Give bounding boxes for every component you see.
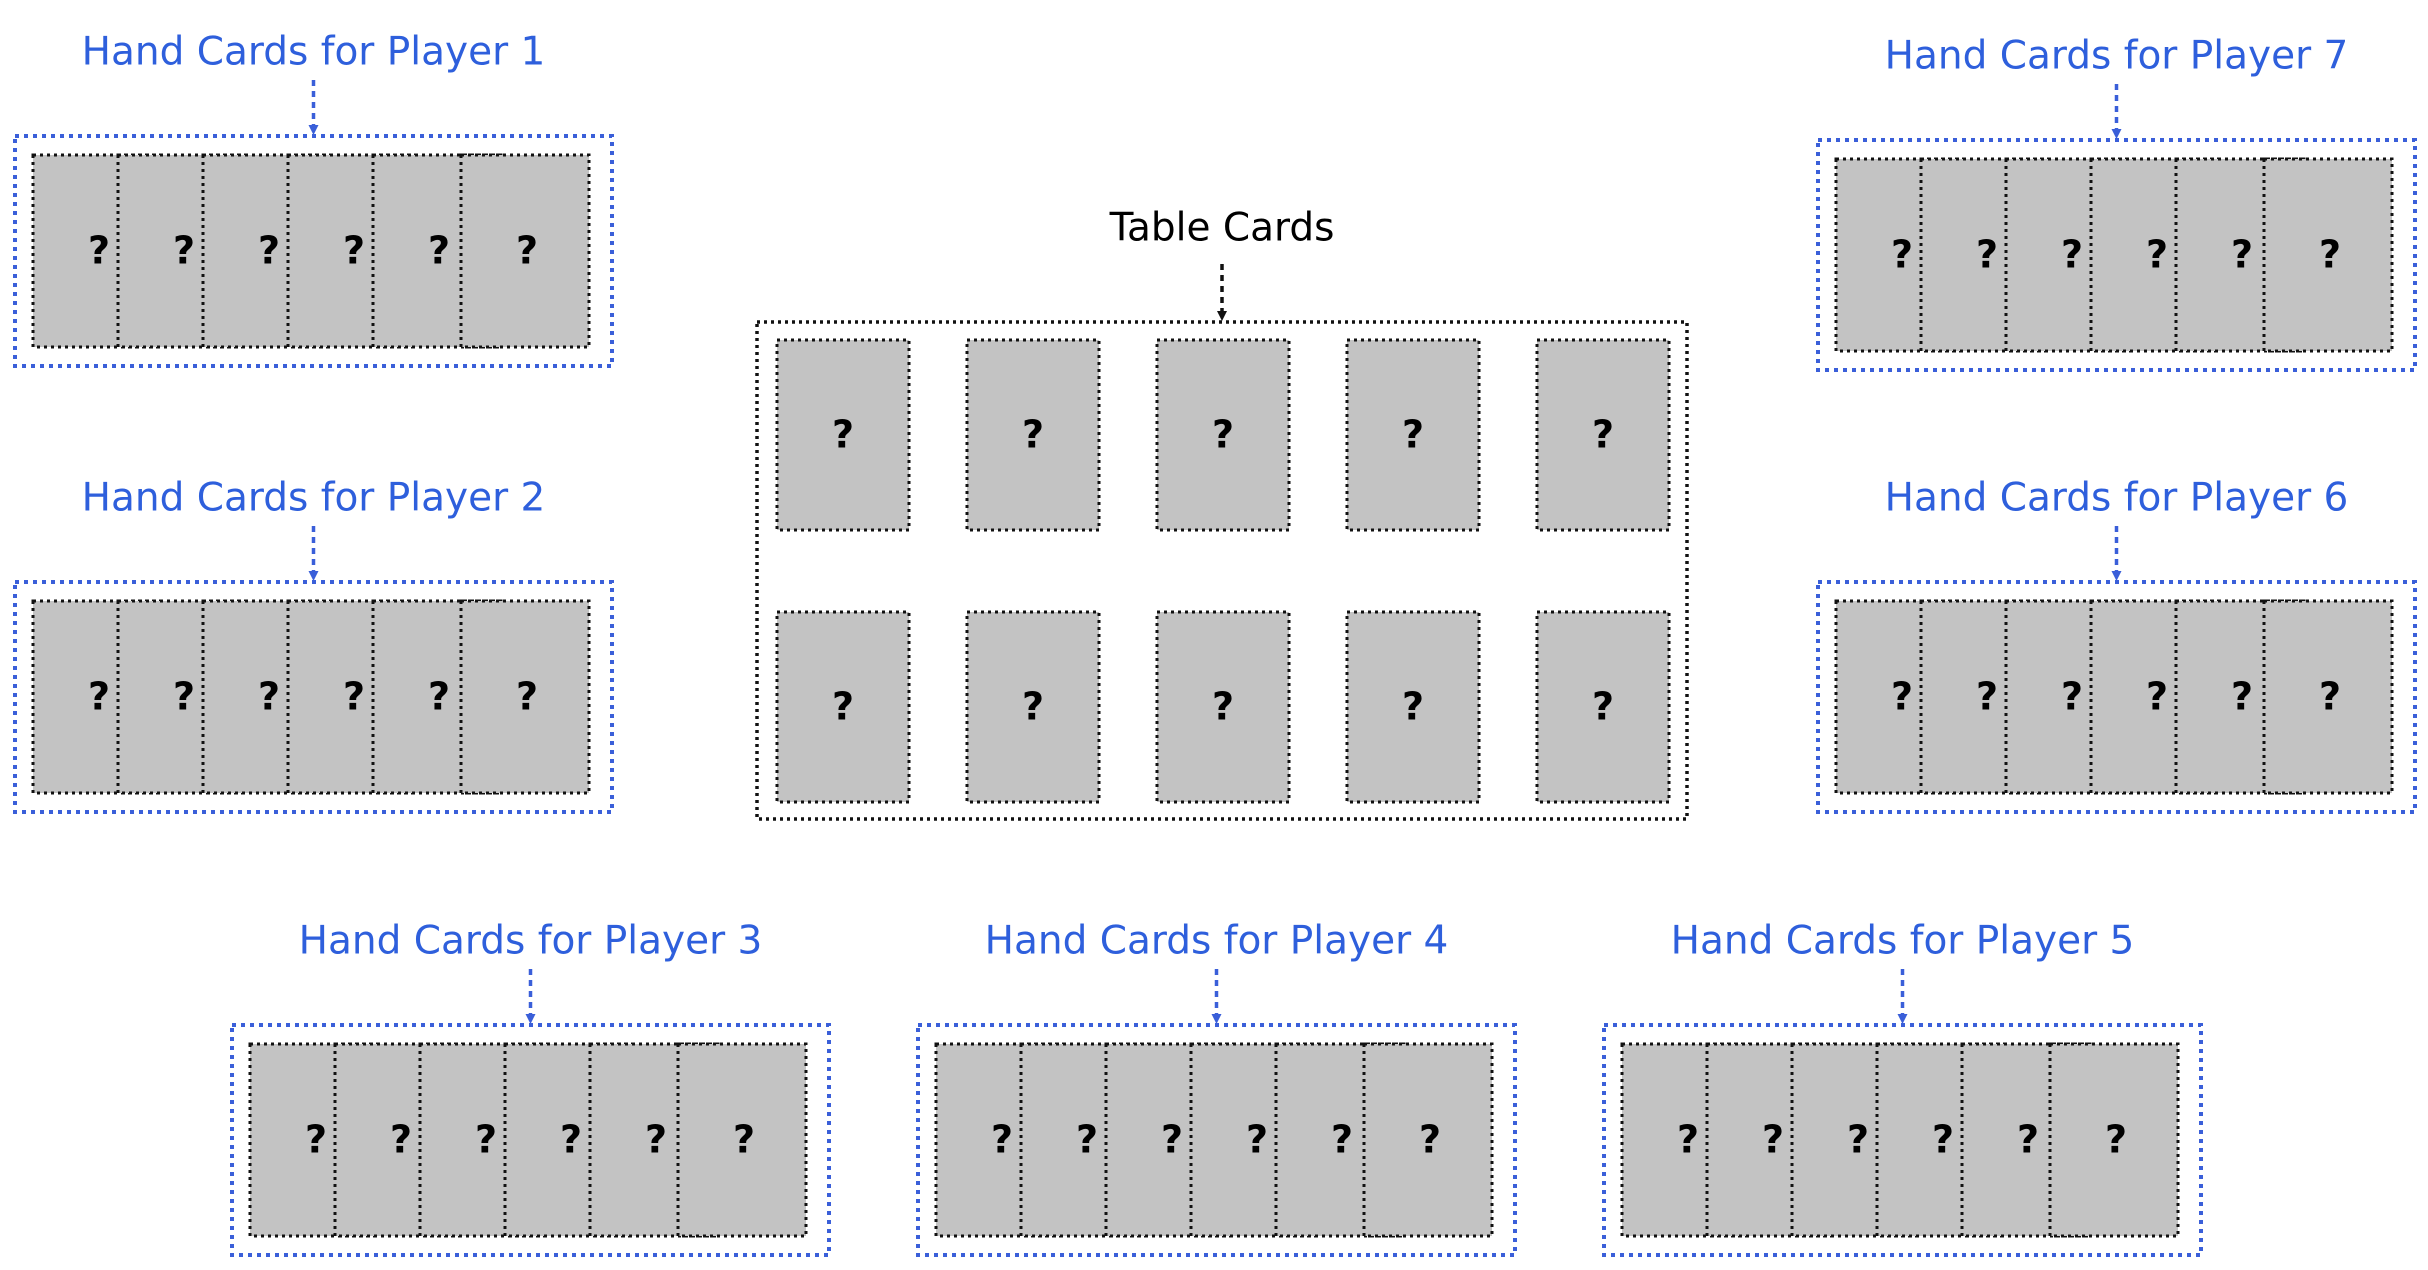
card-question-mark: ? [1419,1118,1441,1162]
card-question-mark: ? [1592,413,1614,457]
table-cards-frame [755,320,1689,821]
card-question-mark: ? [343,675,365,719]
player-5-hand: Hand Cards for Player 5?????? [1602,919,2203,1257]
table-card: ? [1535,338,1671,532]
table-cards-area: Table Cards?????????? [755,206,1689,821]
card-question-mark: ? [343,229,365,273]
card-question-mark: ? [2319,233,2341,277]
player-6-hand: Hand Cards for Player 6?????? [1816,476,2417,814]
card-question-mark: ? [258,229,280,273]
table-card: ? [775,610,911,804]
card-question-mark: ? [2231,675,2253,719]
player-1-hand-frame [13,134,614,368]
player-4-hand-frame [916,1023,1517,1257]
card-question-mark: ? [1022,413,1044,457]
hand-card: ? [459,599,591,795]
player-3-hand-frame [230,1023,831,1257]
card-question-mark: ? [1402,413,1424,457]
table-cards-label: Table Cards [1109,206,1335,251]
player-2-label: Hand Cards for Player 2 [82,476,546,521]
card-question-mark: ? [832,685,854,729]
card-question-mark: ? [2061,233,2083,277]
card-question-mark: ? [88,229,110,273]
card-question-mark: ? [428,675,450,719]
card-question-mark: ? [1847,1118,1869,1162]
card-question-mark: ? [516,675,538,719]
player-1-hand: Hand Cards for Player 1?????? [13,30,614,368]
card-question-mark: ? [428,229,450,273]
card-question-mark: ? [516,229,538,273]
card-question-mark: ? [1076,1118,1098,1162]
card-question-mark: ? [1891,675,1913,719]
card-question-mark: ? [560,1118,582,1162]
card-question-mark: ? [1762,1118,1784,1162]
hand-card: ? [2262,157,2394,353]
table-card: ? [775,338,911,532]
card-question-mark: ? [2146,233,2168,277]
card-question-mark: ? [1677,1118,1699,1162]
card-question-mark: ? [1592,685,1614,729]
card-question-mark: ? [2105,1118,2127,1162]
card-question-mark: ? [475,1118,497,1162]
card-question-mark: ? [1331,1118,1353,1162]
card-question-mark: ? [2319,675,2341,719]
card-question-mark: ? [1891,233,1913,277]
table-card: ? [1345,338,1481,532]
player-hands: Hand Cards for Player 1??????Hand Cards … [13,30,2417,1257]
card-question-mark: ? [1932,1118,1954,1162]
card-question-mark: ? [733,1118,755,1162]
hand-card: ? [459,153,591,349]
player-7-label: Hand Cards for Player 7 [1885,34,2349,79]
card-question-mark: ? [991,1118,1013,1162]
table-card: ? [1155,338,1291,532]
hand-card: ? [1362,1042,1494,1238]
card-question-mark: ? [1212,413,1234,457]
table-card: ? [1345,610,1481,804]
card-question-mark: ? [258,675,280,719]
hand-card: ? [2262,599,2394,795]
table-card: ? [1155,610,1291,804]
card-question-mark: ? [2231,233,2253,277]
player-7-hand-frame [1816,138,2417,372]
table-card: ? [965,610,1101,804]
player-6-label: Hand Cards for Player 6 [1885,476,2349,521]
player-4-label: Hand Cards for Player 4 [985,919,1449,964]
player-3-hand: Hand Cards for Player 3?????? [230,919,831,1257]
table-card: ? [1535,610,1671,804]
player-7-hand: Hand Cards for Player 7?????? [1816,34,2417,372]
player-2-hand: Hand Cards for Player 2?????? [13,476,614,814]
player-1-label: Hand Cards for Player 1 [82,30,546,75]
card-question-mark: ? [1022,685,1044,729]
card-question-mark: ? [1402,685,1424,729]
card-question-mark: ? [88,675,110,719]
card-question-mark: ? [1246,1118,1268,1162]
card-question-mark: ? [832,413,854,457]
player-3-label: Hand Cards for Player 3 [299,919,763,964]
card-question-mark: ? [305,1118,327,1162]
player-4-hand: Hand Cards for Player 4?????? [916,919,1517,1257]
card-question-mark: ? [390,1118,412,1162]
player-2-hand-frame [13,580,614,814]
hand-card: ? [676,1042,808,1238]
card-question-mark: ? [1212,685,1234,729]
card-question-mark: ? [1976,675,1998,719]
player-5-hand-frame [1602,1023,2203,1257]
card-question-mark: ? [173,675,195,719]
player-5-label: Hand Cards for Player 5 [1671,919,2135,964]
card-question-mark: ? [1161,1118,1183,1162]
card-question-mark: ? [2146,675,2168,719]
card-question-mark: ? [1976,233,1998,277]
player-6-hand-frame [1816,580,2417,814]
card-question-mark: ? [2017,1118,2039,1162]
table-card: ? [965,338,1101,532]
hand-card: ? [2048,1042,2180,1238]
card-question-mark: ? [173,229,195,273]
card-question-mark: ? [645,1118,667,1162]
card-question-mark: ? [2061,675,2083,719]
